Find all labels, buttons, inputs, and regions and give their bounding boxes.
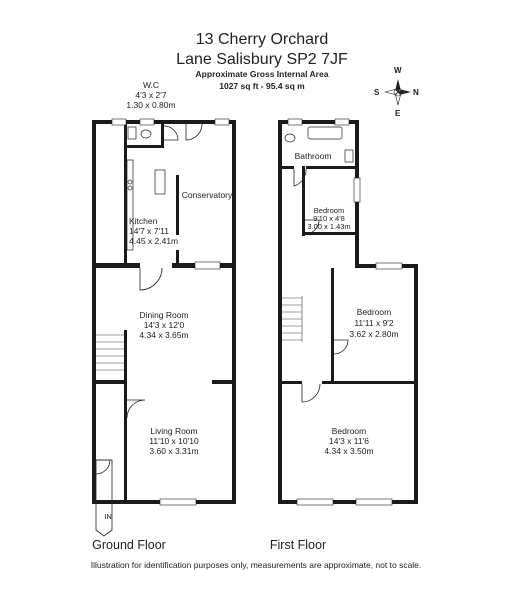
- gf-wall-kitchen-left: [124, 124, 127, 264]
- gf-wall-conservatory-b: [176, 250, 179, 264]
- gf-kitchen-imperial: 14'7 x 7'11: [129, 226, 169, 236]
- ff-wall-small-bedroom-left: [302, 166, 305, 236]
- ff-wall-bathroom-b: [306, 166, 355, 169]
- gf-living-name: Living Room: [150, 426, 197, 436]
- ff-door-middle-bedroom: [333, 339, 349, 355]
- ff-window-front-1: [296, 498, 334, 506]
- compass-n: N: [413, 88, 419, 97]
- gf-kitchen-name: Kitchen: [129, 216, 158, 226]
- gf-window-wc: [139, 118, 155, 126]
- gf-dining-imperial: 14'3 x 12'0: [144, 320, 185, 330]
- gf-door-kitchen-dining: [139, 267, 163, 291]
- gf-kitchen-sink-icon: [154, 169, 166, 195]
- ff-middle-bedroom-name: Bedroom: [357, 307, 392, 317]
- gf-window-dining: [194, 261, 221, 270]
- ff-window-small-bedroom: [353, 177, 361, 203]
- area-value: 1027 sq ft - 95.4 sq m: [219, 81, 305, 91]
- gf-window-conservatory: [214, 118, 230, 126]
- ff-wall-left: [278, 120, 282, 504]
- ff-middle-bedroom-metric: 3.62 x 2.80m: [349, 329, 398, 339]
- first-floor-label: First Floor: [270, 538, 326, 552]
- ff-basin-icon: [344, 149, 354, 163]
- ff-window-bathroom-b: [334, 118, 350, 126]
- ff-toilet-icon: [284, 133, 296, 143]
- ff-wall-top: [278, 120, 358, 124]
- gf-wall-wc-bottom: [127, 145, 163, 148]
- ff-staircase: [282, 296, 303, 342]
- gf-dining-metric: 4.34 x 3.65m: [139, 330, 188, 340]
- gf-living-imperial: 11'10 x 10'10: [149, 436, 199, 446]
- ff-window-middle-bedroom: [375, 262, 403, 270]
- gf-door-entrance: [95, 459, 111, 475]
- gf-kitchen-counter: [126, 159, 134, 251]
- ff-window-bathroom: [287, 118, 303, 126]
- area-label: Approximate Gross Internal Area: [196, 69, 329, 79]
- disclaimer-text: Illustration for identification purposes…: [91, 560, 422, 570]
- gf-outside-strip: [96, 124, 124, 264]
- ff-window-front-2: [355, 498, 393, 506]
- gf-wall-dining-living-a: [96, 380, 124, 384]
- compass-e: E: [395, 109, 401, 118]
- gf-wall-right: [232, 120, 236, 504]
- ff-small-bedroom-name: Bedroom: [314, 206, 344, 215]
- ground-floor-label: Ground Floor: [92, 538, 166, 552]
- gf-wall-wc-right: [161, 124, 164, 148]
- gf-door-wc: [163, 125, 179, 141]
- gf-hob-ring-icon: [127, 179, 133, 185]
- ff-door-small-bedroom: [304, 219, 320, 235]
- gf-conservatory-name: Conservatory: [182, 190, 233, 200]
- gf-wc-name: W.C: [143, 80, 159, 90]
- ff-bathroom-name: Bathroom: [295, 151, 332, 161]
- ff-small-bedroom-imperial: 9'10 x 4'8: [313, 214, 345, 223]
- ff-door-front-bedroom: [301, 383, 321, 403]
- ff-wall-bottom: [278, 500, 418, 504]
- ground-floor-plan: IN W.C 4'3 x 2'7 1.30 x 0.80m Kitchen 14…: [92, 80, 236, 552]
- ff-front-bedroom-name: Bedroom: [332, 426, 367, 436]
- ff-wall-landing-a: [282, 381, 302, 384]
- compass-w: W: [394, 66, 402, 75]
- ff-front-bedroom-metric: 4.34 x 3.50m: [324, 446, 373, 456]
- property-address-line1: 13 Cherry Orchard: [196, 31, 329, 48]
- gf-dining-name: Dining Room: [139, 310, 188, 320]
- ff-wall-middle-bedroom-left: [331, 268, 334, 384]
- ff-middle-bedroom-imperial: 11'11 x 9'2: [354, 318, 394, 328]
- ff-bath-tub-icon: [307, 126, 343, 140]
- property-address-line2: Lane Salisbury SP2 7JF: [176, 51, 348, 68]
- gf-wc-imperial: 4'3 x 2'7: [135, 90, 166, 100]
- gf-window-kitchen-top: [111, 118, 127, 126]
- ff-door-bathroom: [293, 168, 307, 187]
- gf-toilet-icon: [140, 129, 152, 139]
- gf-wall-stair: [124, 330, 127, 504]
- gf-entrance-porch: [95, 459, 113, 537]
- gf-staircase: [96, 334, 124, 371]
- ff-wall-small-bedroom-bottom: [302, 232, 355, 235]
- ff-front-bedroom-imperial: 14'3 x 11'6: [329, 436, 369, 446]
- compass-rose-icon: W S N E: [374, 66, 419, 118]
- gf-wall-dining-living-b: [212, 380, 232, 384]
- gf-window-living: [159, 498, 197, 506]
- ff-wall-bathroom-a: [282, 166, 294, 169]
- gf-wall-kitchen-dining-a: [96, 263, 140, 268]
- gf-wall-left: [92, 120, 96, 504]
- gf-door-living: [126, 399, 146, 419]
- gf-wc-metric: 1.30 x 0.80m: [126, 100, 175, 110]
- gf-hob-ring-icon: [127, 185, 133, 191]
- gf-basin-icon: [127, 126, 137, 140]
- gf-door-conservatory: [185, 123, 203, 141]
- gf-living-metric: 3.60 x 3.31m: [149, 446, 198, 456]
- ff-wall-landing-b: [322, 381, 418, 384]
- gf-entrance-label: IN: [104, 512, 112, 521]
- gf-wall-conservatory: [176, 175, 179, 235]
- first-floor-plan: Bathroom Bedroom 9'10 x 4'8 3.00 x 1.43m…: [270, 118, 418, 552]
- ff-small-bedroom-metric: 3.00 x 1.43m: [307, 222, 350, 231]
- gf-wall-top: [92, 120, 236, 124]
- gf-kitchen-metric: 4.45 x 2.41m: [129, 236, 178, 246]
- compass-s: S: [374, 88, 380, 97]
